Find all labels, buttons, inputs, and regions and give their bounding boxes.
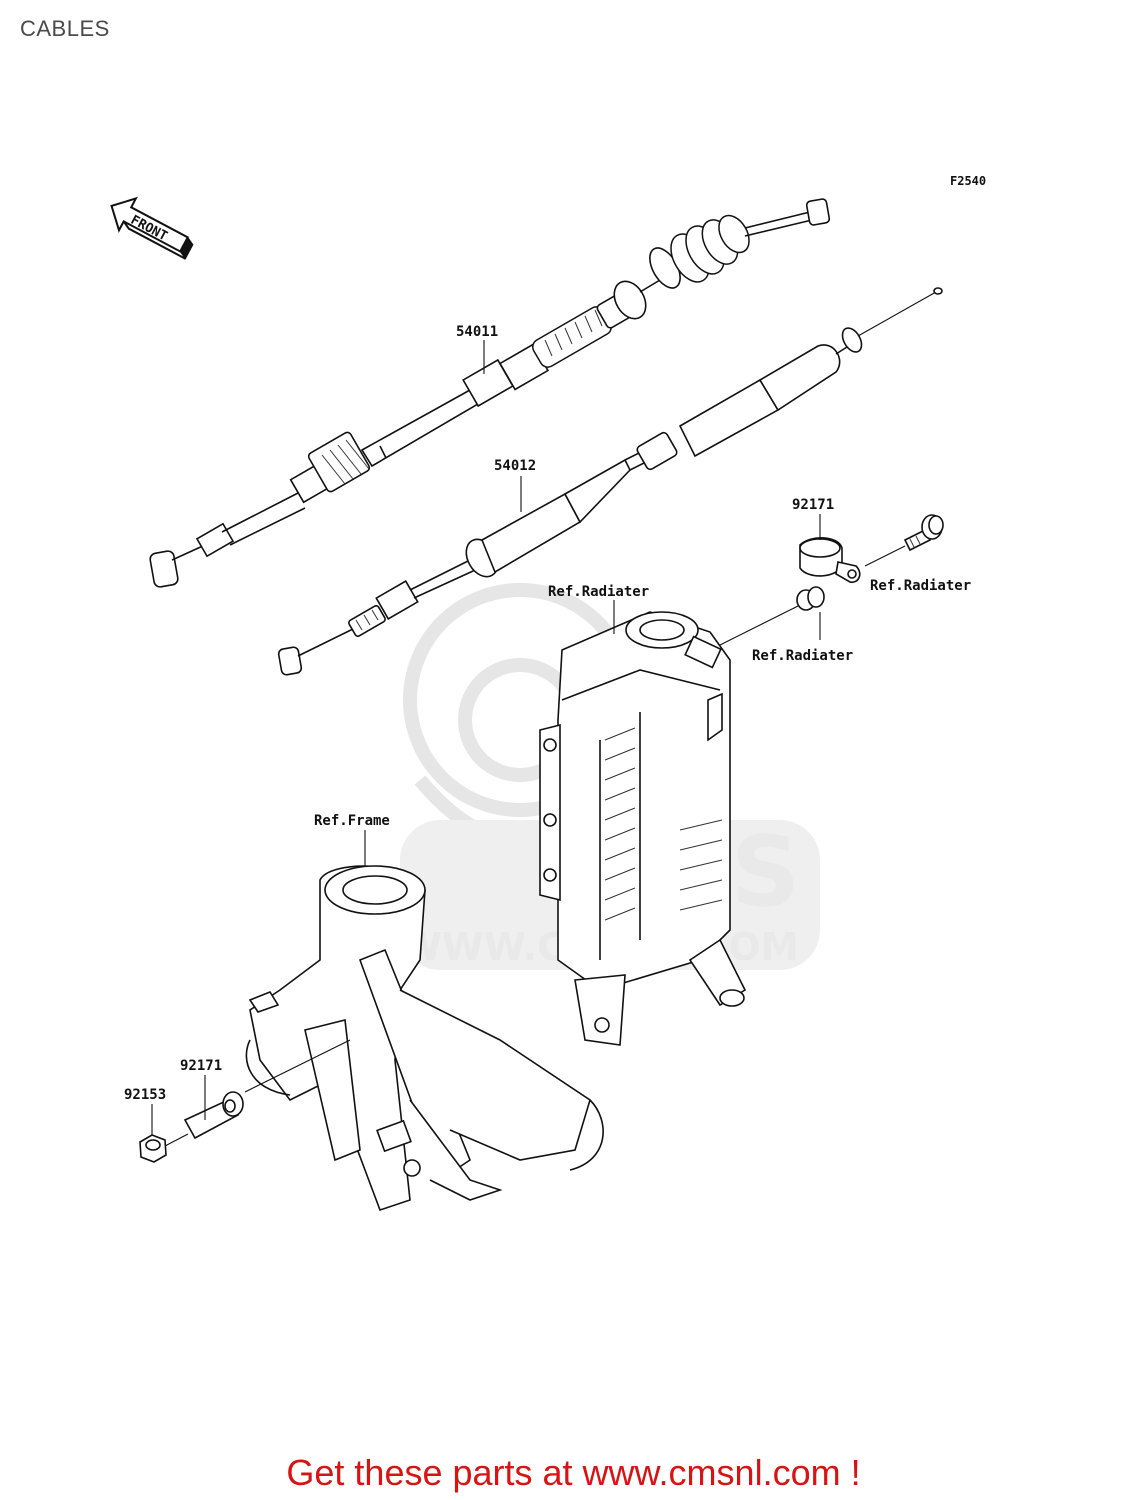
clamp-92171-upper <box>796 537 861 611</box>
leader-frame-clamp <box>244 1039 351 1093</box>
part-number-54011: 54011 <box>456 324 498 340</box>
ref-frame: Ref.Frame <box>314 813 390 829</box>
ref-radiater-collar: Ref.Radiater <box>752 648 853 664</box>
footer-promo: Get these parts at www.cmsnl.com ! <box>286 1452 861 1493</box>
figure-code: F2540 <box>950 174 986 188</box>
leader-clamp-radiator <box>719 604 801 646</box>
part-number-54012: 54012 <box>494 458 536 474</box>
page-title: CABLES <box>20 16 110 41</box>
bolt-92153 <box>139 1133 189 1163</box>
frame <box>245 865 604 1212</box>
part-number-92171-lower: 92171 <box>180 1058 222 1074</box>
ref-radiater-clamp: Ref.Radiater <box>870 578 971 594</box>
clamp-92171-lower <box>183 1091 244 1140</box>
part-number-92171-upper: 92171 <box>792 497 834 513</box>
front-arrow-icon: FRONT <box>110 196 194 260</box>
cable-54012 <box>277 287 943 676</box>
cable-54011 <box>149 198 831 588</box>
part-number-92153: 92153 <box>124 1087 166 1103</box>
bolt-upper <box>864 514 944 567</box>
ref-radiater-top: Ref.Radiater <box>548 584 649 600</box>
radiator <box>539 611 747 1046</box>
